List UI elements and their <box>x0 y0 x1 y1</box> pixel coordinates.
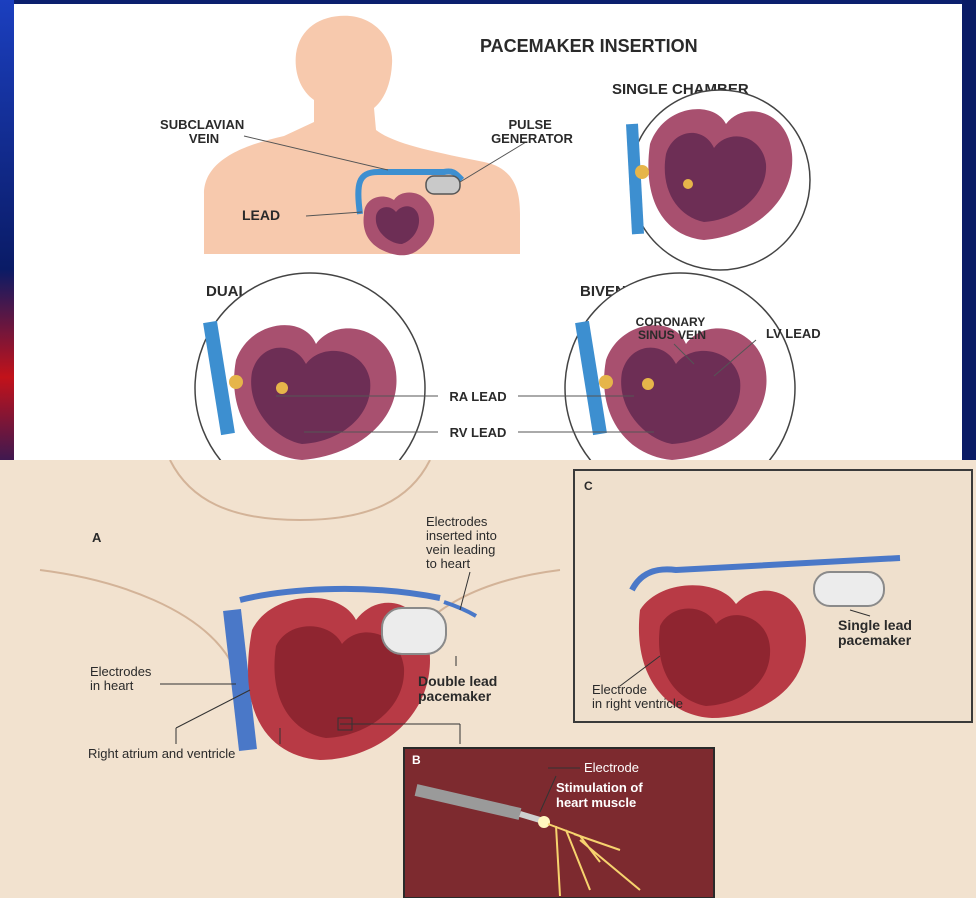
coronary-sinus-vein-label: CORONARY SINUS VEIN <box>636 315 709 342</box>
single-lead-label: Single lead pacemaker <box>838 617 916 648</box>
stimulation-label: Stimulation of heart muscle <box>556 780 646 810</box>
rv-lead-label: RV LEAD <box>450 425 507 440</box>
pulse-generator-device <box>426 176 460 194</box>
double-lead-label: Double lead pacemaker <box>418 673 501 704</box>
double-lead-pacemaker-device <box>382 608 446 654</box>
electrodes-inserted-label: Electrodes inserted into vein leading to… <box>426 514 500 571</box>
panel-a-label: A <box>92 530 102 545</box>
electrode-label: Electrode <box>584 760 639 775</box>
panel-c-label: C <box>584 479 593 493</box>
subclavian-vein-label: SUBCLAVIAN VEIN <box>160 117 248 146</box>
slide-background-right <box>962 0 976 460</box>
panel-b-label: B <box>412 753 421 767</box>
pacemaker-illustration-svg: A B C Electrodes inserted into vein lead… <box>0 460 976 898</box>
lead-label: LEAD <box>242 207 280 223</box>
pulse-generator-label: PULSE GENERATOR <box>491 117 573 146</box>
title: PACEMAKER INSERTION <box>480 36 698 56</box>
single-chamber-heart <box>630 90 810 270</box>
ra-lead-label: RA LEAD <box>449 389 506 404</box>
right-atrium-label: Right atrium and ventricle <box>88 746 235 761</box>
single-lead-pacemaker-device <box>814 572 884 606</box>
electrodes-in-heart-label: Electrodes in heart <box>90 664 155 693</box>
lv-lead-label: LV LEAD <box>766 326 821 341</box>
pacemaker-insertion-svg: PACEMAKER INSERTION SUBCLAVIAN VEIN PULS… <box>14 4 962 460</box>
pacemaker-illustration: A B C Electrodes inserted into vein lead… <box>0 460 976 898</box>
pacemaker-insertion-diagram: PACEMAKER INSERTION SUBCLAVIAN VEIN PULS… <box>14 4 962 460</box>
